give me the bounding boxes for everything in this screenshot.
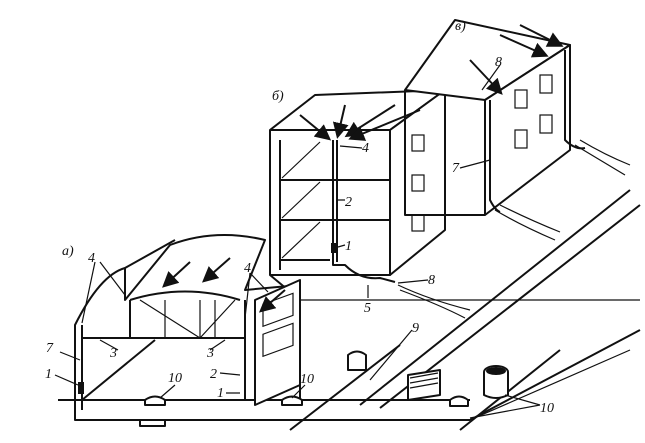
right-elements [407, 349, 631, 421]
label-3: 3 [206, 346, 214, 361]
label-2: 2 [345, 195, 352, 210]
labels: а) б) в) 4 4 3 3 7 1 2 1 10 10 10 4 2 1 … [45, 19, 554, 416]
label-1: 1 [217, 386, 224, 401]
label-7: 7 [452, 161, 460, 176]
label-3: 3 [109, 346, 117, 361]
leader-lines [54, 64, 541, 419]
label-v: в) [455, 19, 466, 34]
label-10: 10 [168, 371, 182, 386]
label-7: 7 [46, 341, 54, 356]
label-4: 4 [88, 251, 95, 266]
label-8: 8 [495, 55, 502, 70]
label-10: 10 [540, 401, 554, 416]
label-4: 4 [362, 141, 369, 156]
label-8: 8 [428, 273, 435, 288]
label-9: 9 [412, 321, 419, 336]
label-1: 1 [345, 239, 352, 254]
label-10: 10 [300, 372, 314, 387]
building-b [269, 89, 471, 371]
building-a [74, 234, 303, 427]
label-a: а) [62, 244, 74, 259]
label-1: 1 [45, 367, 52, 382]
label-4: 4 [244, 261, 251, 276]
label-2: 2 [210, 367, 217, 382]
label-b: б) [272, 89, 284, 104]
label-5: 5 [364, 301, 371, 316]
building-v [404, 19, 631, 241]
